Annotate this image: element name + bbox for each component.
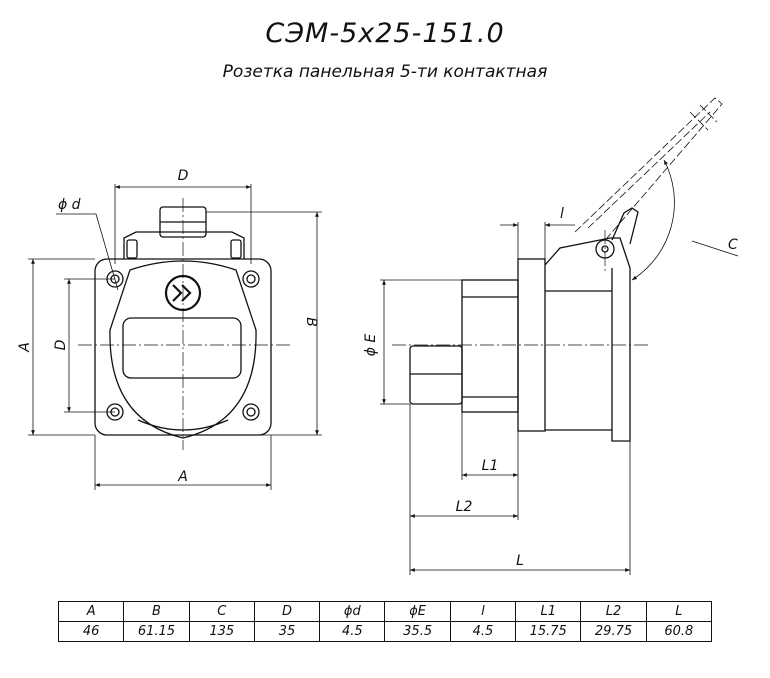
dim-label-phi-d: ϕ d bbox=[58, 197, 81, 213]
spec-header-cell: D bbox=[253, 601, 321, 622]
dim-label-B: B bbox=[303, 317, 319, 327]
drawing-title: СЭМ-5х25-151.0 bbox=[265, 18, 505, 49]
front-window bbox=[122, 317, 242, 379]
spec-table: A B C D ϕd ϕE l L1 L2 L 46 61.15 135 35 … bbox=[57, 601, 713, 642]
dim-label-l: l bbox=[560, 206, 564, 222]
dim-label-D-top: D bbox=[178, 168, 189, 184]
side-lid bbox=[544, 237, 631, 442]
side-cable-gland bbox=[409, 345, 463, 405]
spec-table-value-row: 46 61.15 135 35 4.5 35.5 4.5 15.75 29.75… bbox=[57, 621, 713, 642]
side-rear-body bbox=[461, 279, 519, 413]
dim-label-D-left: D bbox=[53, 339, 69, 350]
spec-value-cell: 60.8 bbox=[645, 621, 713, 642]
dim-label-A-bottom: A bbox=[177, 469, 188, 485]
front-view bbox=[78, 198, 292, 450]
spec-value-cell: 15.75 bbox=[515, 621, 582, 642]
spec-value-cell: 29.75 bbox=[580, 621, 647, 642]
spec-header-cell: C bbox=[188, 601, 255, 622]
spec-header-cell: L1 bbox=[515, 601, 582, 622]
side-dimensions bbox=[380, 222, 631, 575]
front-hinge-housing bbox=[123, 231, 245, 259]
spec-header-cell: ϕE bbox=[384, 601, 451, 622]
side-flange bbox=[517, 258, 546, 432]
spec-header-cell: L bbox=[645, 601, 713, 622]
front-lid bbox=[109, 260, 257, 439]
spec-header-cell: l bbox=[449, 601, 517, 622]
spec-header-cell: L2 bbox=[580, 601, 647, 622]
side-open-lid-phantom bbox=[574, 97, 723, 239]
front-dimensions bbox=[28, 184, 322, 490]
dim-label-C: C bbox=[728, 237, 738, 253]
mounting-hole bbox=[242, 403, 260, 421]
spec-value-cell: 35.5 bbox=[384, 621, 451, 642]
dim-label-L2: L2 bbox=[456, 499, 473, 515]
spec-value-cell: 35 bbox=[253, 621, 321, 642]
spec-header-cell: ϕd bbox=[319, 601, 386, 622]
dim-label-L: L bbox=[516, 553, 524, 569]
spec-value-cell: 4.5 bbox=[319, 621, 386, 642]
dim-label-phi-E: ϕ E bbox=[363, 334, 379, 357]
spec-value-cell: 135 bbox=[188, 621, 255, 642]
mounting-hole bbox=[242, 270, 260, 288]
dim-label-L1: L1 bbox=[482, 458, 499, 474]
spec-table-header-row: A B C D ϕd ϕE l L1 L2 L bbox=[57, 601, 713, 622]
spec-value-cell: 61.15 bbox=[123, 621, 190, 642]
technical-drawing: D ϕ d A D B A bbox=[17, 97, 739, 575]
side-view bbox=[392, 97, 739, 442]
spec-value-cell: 46 bbox=[57, 621, 125, 642]
spec-header-cell: A bbox=[57, 601, 125, 622]
spec-header-cell: B bbox=[123, 601, 190, 622]
dim-label-A-left: A bbox=[17, 342, 33, 353]
spec-value-cell: 4.5 bbox=[449, 621, 517, 642]
drawing-subtitle: Розетка панельная 5-ти контактная bbox=[222, 62, 548, 82]
